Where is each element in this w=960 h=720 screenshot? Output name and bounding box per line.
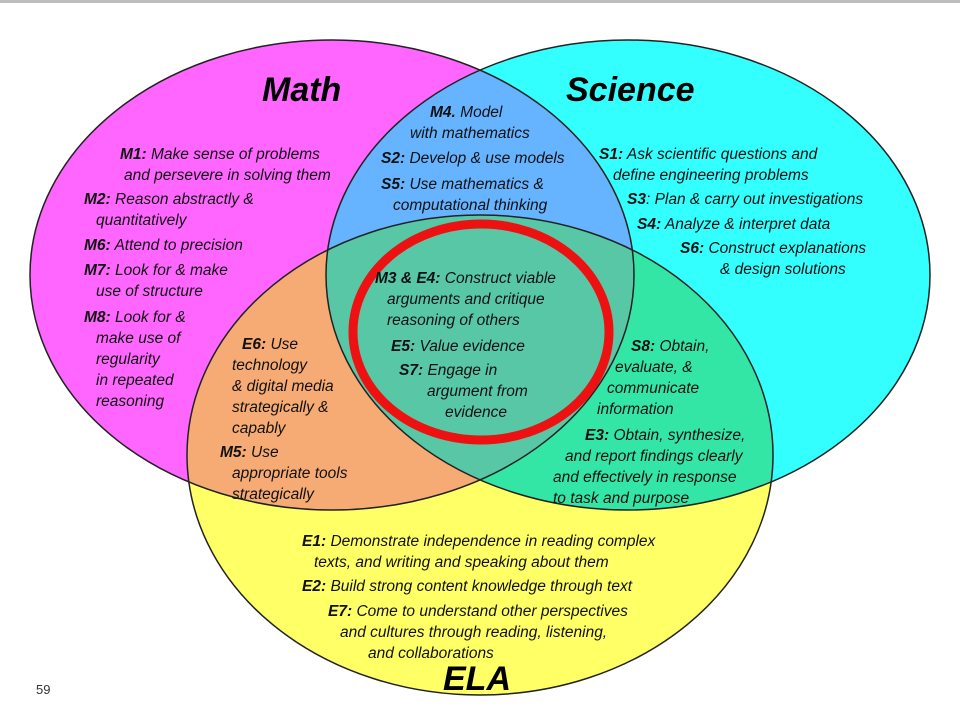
e6-item: E6: Use technology & digital media strat… [232,336,334,437]
ela-title: ELA [443,660,511,698]
m6-item: M6: Attend to precision [84,237,243,254]
science-title: Science [566,71,695,109]
m8-item: M8: Look for & make use of regularity in… [84,309,186,410]
m2-item: M2: Reason abstractly & quantitatively [84,191,254,229]
math-title: Math [262,71,342,109]
s2-item: S2: Develop & use models [381,150,565,167]
s5-item: S5: Use mathematics & computational thin… [381,176,548,214]
m4-item: M4. Model with mathematics [410,104,530,142]
s3-item: S3: Plan & carry out investigations [627,191,864,208]
science-outline [325,39,931,511]
m5-item: M5: Use appropriate tools strategically [220,444,348,503]
highlight-ring [348,219,614,445]
top-rule [0,0,960,3]
e5-item: E5: Value evidence [391,338,525,355]
slide-number: 59 [36,682,51,697]
e2-item: E2: Build strong content knowledge throu… [302,578,633,595]
m7-item: M7: Look for & make use of structure [84,262,228,300]
m1-item: M1: Make sense of problems and persevere… [120,146,331,184]
ela-outline [186,214,774,696]
e3-item: E3: Obtain, synthesize, and report findi… [553,427,746,507]
s7-item: S7: Engage in argument from evidence [399,362,528,421]
s4-item: S4: Analyze & interpret data [637,216,831,233]
s8-item: S8: Obtain, evaluate, & communicate info… [597,338,710,418]
math-outline [29,39,635,511]
e7-item: E7: Come to understand other perspective… [328,603,628,662]
s6-item: S6: Construct explanations & design solu… [680,240,867,278]
e1-item: E1: Demonstrate independence in reading … [302,533,656,571]
s1-item: S1: Ask scientific questions and define … [599,146,818,184]
m3-e4-item: M3 & E4: Construct viable arguments and … [375,270,556,329]
